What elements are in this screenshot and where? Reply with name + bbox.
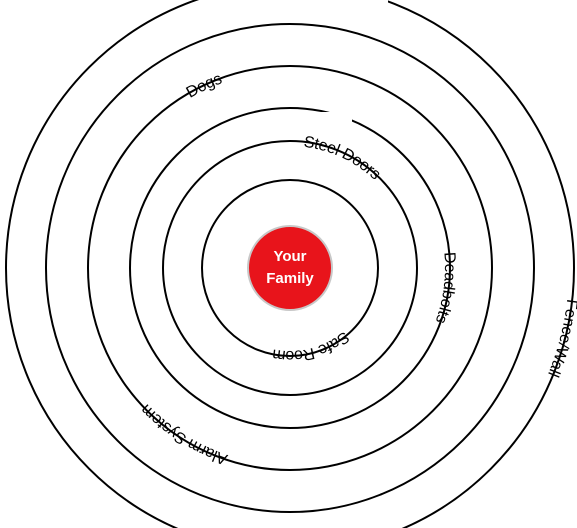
- label-safe-room: Safe Room: [271, 328, 352, 364]
- center-label-line1: Your: [273, 248, 306, 265]
- label-steel-doors: Steel Doors: [303, 134, 384, 184]
- ring-fence-wall: [5, 0, 575, 528]
- label-fence-wall: Fence/Wall: [544, 298, 577, 379]
- ring-dogs-alarm: [45, 23, 535, 513]
- ring-safe-room: [162, 140, 418, 396]
- label-dogs: Dogs: [184, 70, 225, 101]
- center-label-line2: Family: [266, 270, 314, 287]
- ring-inner: [201, 179, 379, 357]
- gap-fence-wall: [298, 0, 388, 20]
- gap-deadbolts: [268, 112, 352, 136]
- label-gaps: [268, 0, 388, 136]
- ring-steel-doors: [129, 107, 451, 429]
- ring-deadbolts: [87, 65, 493, 471]
- center-circle: [247, 225, 333, 311]
- label-deadbolts: Deadbolts: [432, 252, 458, 326]
